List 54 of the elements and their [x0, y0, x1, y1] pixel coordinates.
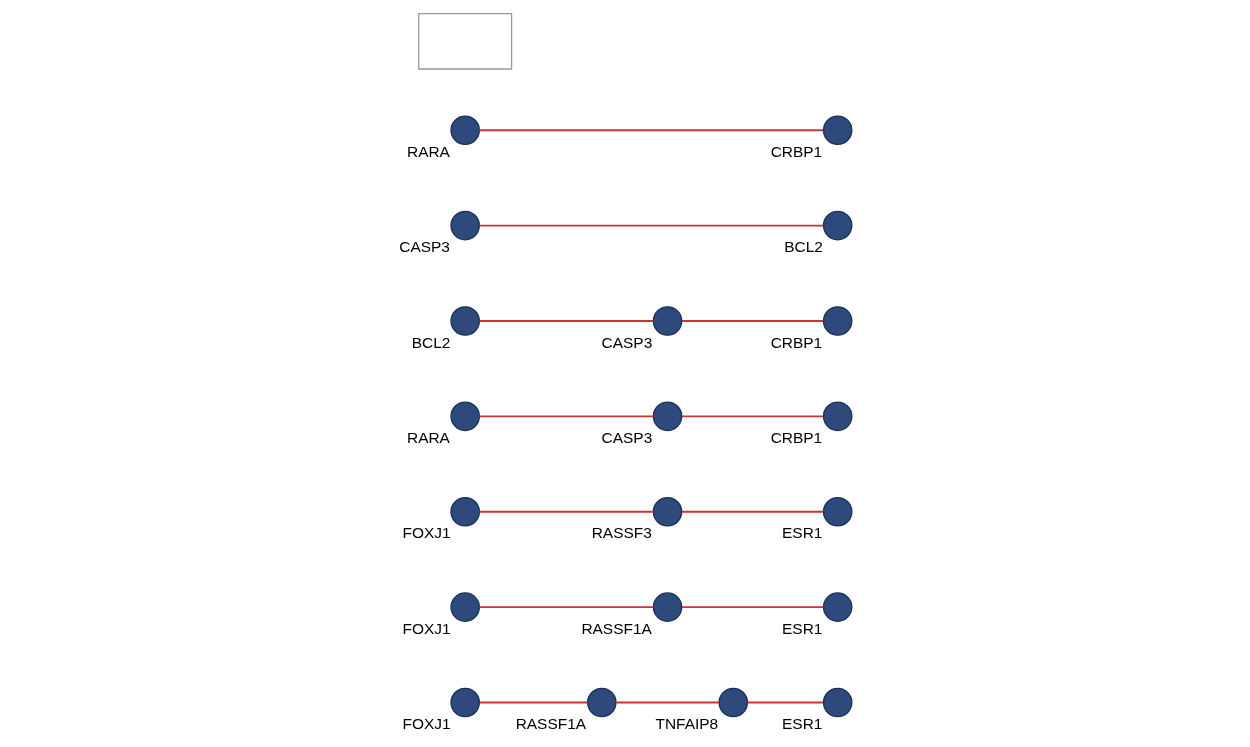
node-circle [822, 592, 853, 622]
connector [681, 510, 825, 513]
node-label: TNFAIP8 [655, 715, 719, 733]
node-circle [718, 687, 749, 718]
node-label: CASP3 [399, 238, 450, 256]
node-label: CASP3 [601, 333, 653, 351]
node-label: ESR1 [782, 619, 823, 637]
connector [615, 701, 720, 704]
node-label: CRBP1 [770, 142, 823, 160]
node-circle [652, 306, 683, 336]
connector [681, 320, 825, 322]
connector [681, 415, 825, 418]
node-label: FOXJ1 [402, 715, 451, 733]
node-circle [450, 401, 480, 432]
connector [478, 701, 589, 704]
node-circle [652, 496, 683, 527]
node-circle [450, 210, 480, 241]
node-label: RASSF1A [515, 715, 587, 733]
node-label: ESR1 [782, 715, 823, 733]
node-circle [822, 401, 853, 432]
node-circle [450, 115, 480, 146]
connector [478, 320, 655, 322]
node-label: RASSF3 [591, 524, 652, 542]
node-box [418, 12, 513, 70]
node-label: CRBP1 [770, 428, 823, 446]
connector [478, 224, 825, 227]
node-label: FOXJ1 [402, 619, 451, 637]
node-circle [450, 592, 480, 622]
node-circle [450, 687, 480, 718]
connector [478, 606, 655, 609]
connector [478, 129, 825, 132]
node-label: ESR1 [782, 524, 823, 542]
node-circle [652, 592, 683, 622]
node-label: BCL2 [784, 238, 823, 256]
connector [478, 415, 655, 418]
node-circle [450, 306, 480, 336]
node-circle [822, 496, 853, 527]
node-label: FOXJ1 [402, 524, 451, 542]
node-label: RASSF1A [581, 619, 652, 637]
node-label: CASP3 [601, 428, 653, 446]
connector [681, 606, 825, 609]
node-circle [450, 496, 480, 527]
connector [746, 701, 825, 704]
node-circle [822, 306, 853, 336]
node-label: BCL2 [411, 333, 451, 351]
node-circle [822, 210, 853, 241]
connector [478, 510, 655, 513]
node-circle [822, 687, 853, 718]
node-label: CRBP1 [770, 333, 823, 351]
node-label: RARA [406, 428, 450, 446]
node-label: RARA [406, 142, 450, 160]
node-circle [652, 401, 683, 432]
node-circle [586, 687, 617, 718]
node-circle [822, 115, 853, 146]
